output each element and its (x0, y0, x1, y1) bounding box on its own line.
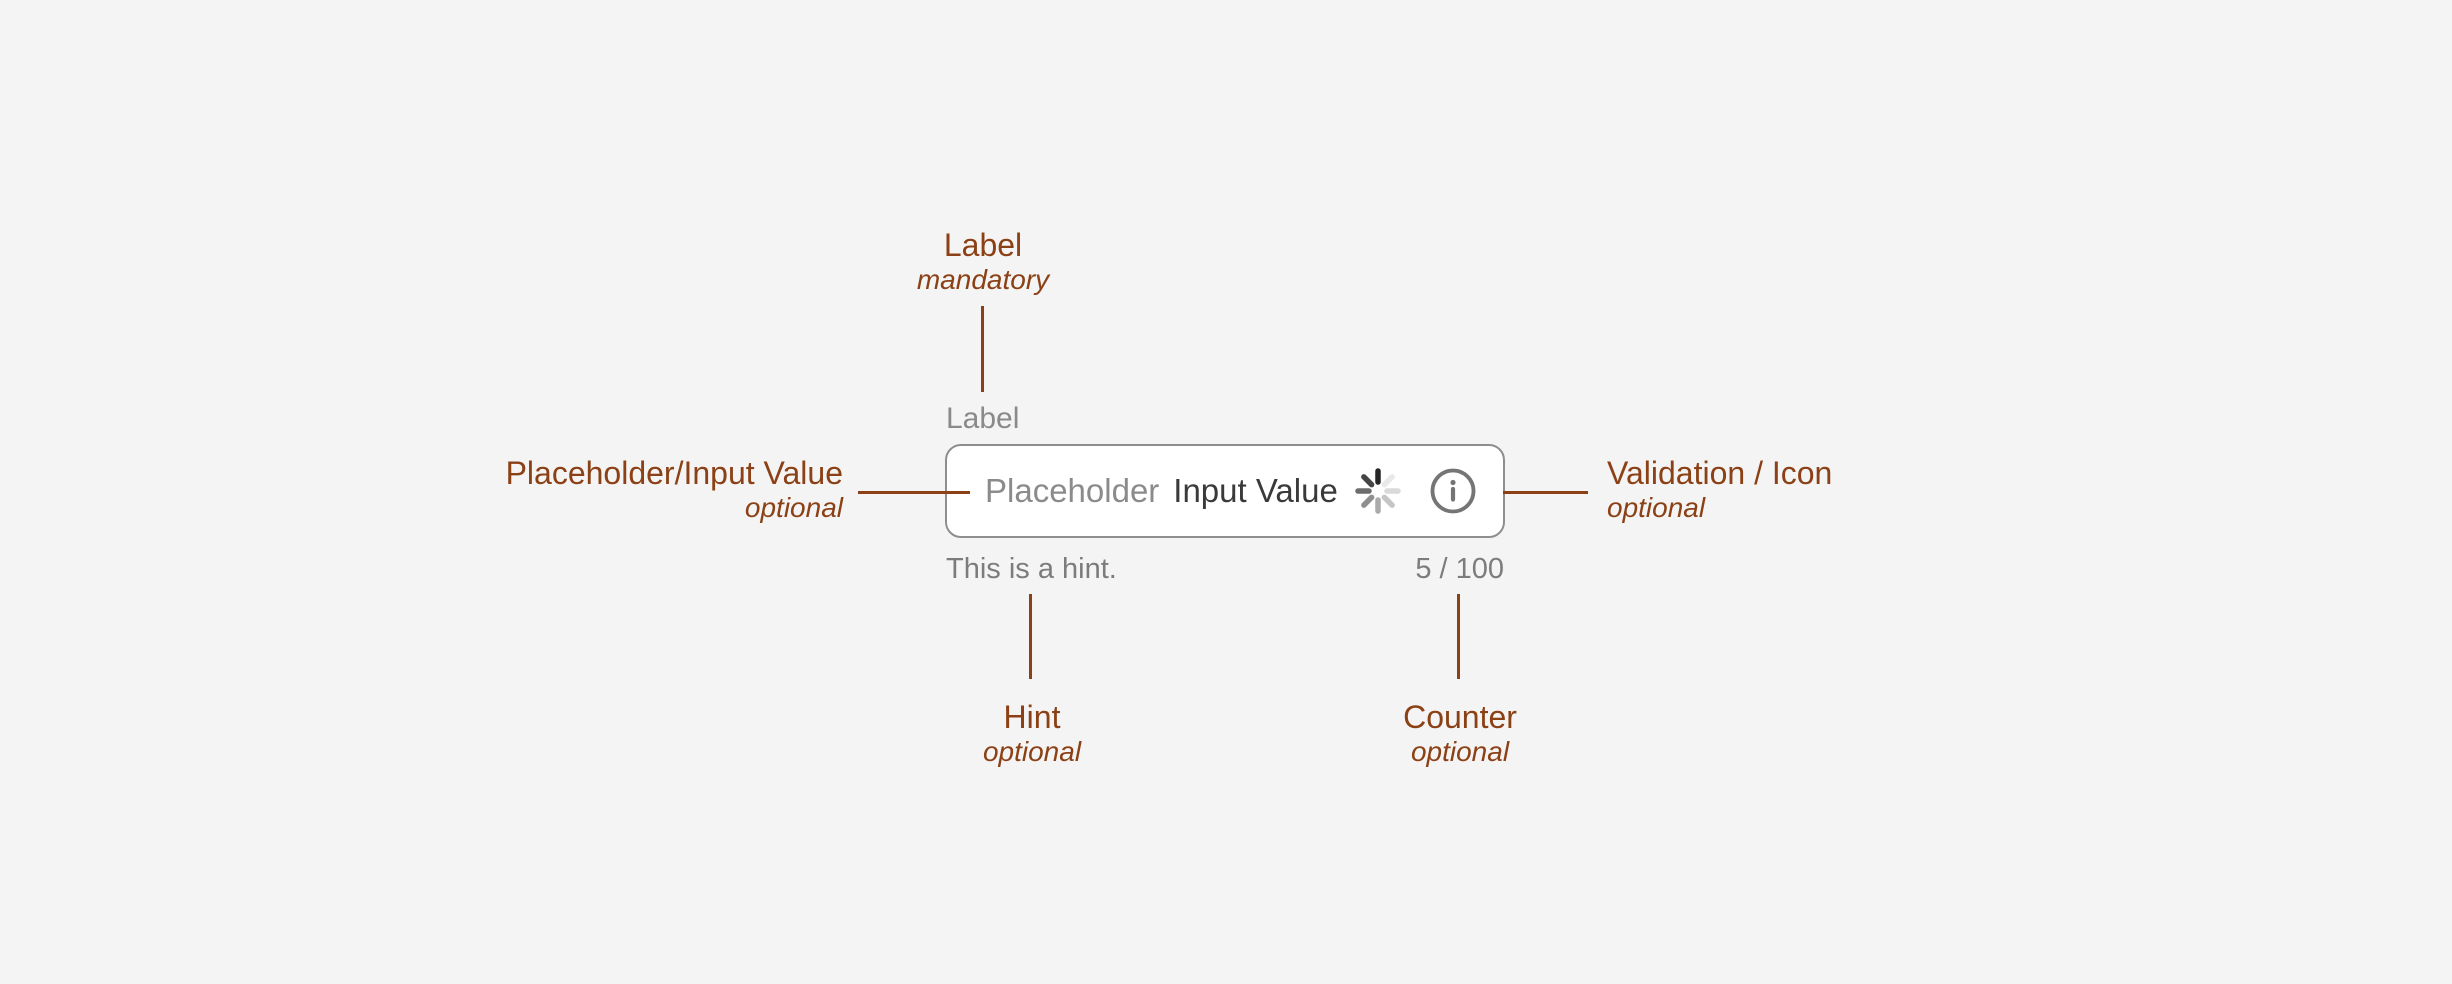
callout-label: Label mandatory (917, 226, 1049, 296)
callout-validation: Validation / Icon optional (1607, 454, 1832, 524)
connector-line-counter (1457, 594, 1460, 679)
callout-counter: Counter optional (1403, 698, 1517, 768)
callout-placeholder: Placeholder/Input Value optional (506, 454, 843, 524)
field-placeholder-text: Placeholder (985, 472, 1160, 509)
callout-validation-qualifier: optional (1607, 492, 1706, 523)
busy-indicator-icon (1355, 468, 1401, 514)
connector-line-hint (1029, 594, 1032, 679)
callout-placeholder-qualifier: optional (744, 492, 843, 523)
callout-placeholder-title: Placeholder/Input Value (505, 455, 843, 491)
connector-line-placeholder (858, 491, 970, 494)
callout-counter-title: Counter (1403, 699, 1517, 735)
callout-counter-qualifier: optional (1410, 736, 1510, 767)
field-input-value: Input Value (1173, 472, 1338, 509)
field-counter-text: 5 / 100 (1415, 553, 1504, 585)
text-input-field[interactable]: Placeholder Input Value (945, 444, 1505, 538)
callout-hint-qualifier: optional (982, 736, 1082, 767)
callout-validation-title: Validation / Icon (1607, 455, 1833, 491)
callout-hint: Hint optional (983, 698, 1081, 768)
info-icon[interactable] (1428, 466, 1478, 516)
field-hint-text: This is a hint. (946, 553, 1117, 585)
field-label: Label (946, 402, 1020, 435)
callout-hint-title: Hint (1003, 699, 1061, 735)
connector-line-label (981, 306, 984, 392)
connector-line-validation (1503, 491, 1588, 494)
callout-label-title: Label (943, 227, 1023, 263)
callout-label-qualifier: mandatory (916, 264, 1050, 295)
